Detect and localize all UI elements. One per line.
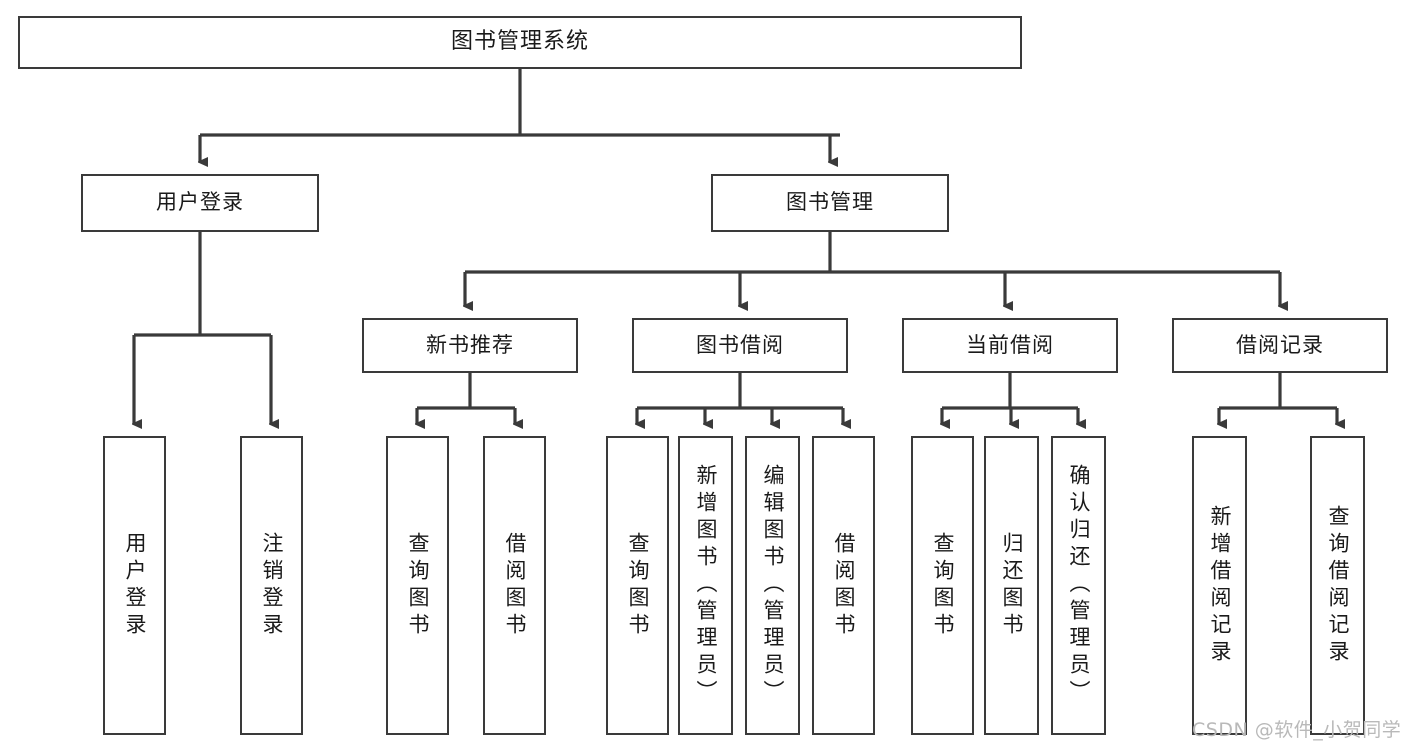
node-leaf-user-login[interactable]: 用户登录 [103, 436, 166, 735]
node-current-borrow[interactable]: 当前借阅 [902, 318, 1118, 373]
node-leaf-query-book-2[interactable]: 查询图书 [606, 436, 669, 735]
node-leaf-borrow-book-2[interactable]: 借阅图书 [812, 436, 875, 735]
node-leaf-query-book-3[interactable]: 查询图书 [911, 436, 974, 735]
node-leaf-return-book[interactable]: 归还图书 [984, 436, 1039, 735]
node-user-login[interactable]: 用户登录 [81, 174, 319, 232]
node-leaf-confirm-return[interactable]: 确认归还（管理员） [1051, 436, 1106, 735]
node-label: 新书推荐 [426, 332, 514, 357]
node-label: 当前借阅 [966, 332, 1054, 357]
node-root[interactable]: 图书管理系统 [18, 16, 1022, 69]
node-leaf-add-record[interactable]: 新增借阅记录 [1192, 436, 1247, 735]
node-label: 图书借阅 [696, 332, 784, 357]
node-label: 借阅图书 [832, 531, 856, 640]
node-label: 归还图书 [1000, 531, 1024, 640]
node-label: 新增借阅记录 [1208, 504, 1232, 667]
node-leaf-user-logout[interactable]: 注销登录 [240, 436, 303, 735]
node-leaf-query-record[interactable]: 查询借阅记录 [1310, 436, 1365, 735]
node-borrow-record[interactable]: 借阅记录 [1172, 318, 1388, 373]
node-label: 借阅图书 [503, 531, 527, 640]
node-label: 查询图书 [626, 531, 650, 640]
node-book-manage[interactable]: 图书管理 [711, 174, 949, 232]
node-label: 确认归还（管理员） [1067, 464, 1091, 707]
node-label: 查询图书 [931, 531, 955, 640]
node-label: 查询借阅记录 [1326, 504, 1350, 667]
node-label: 图书管理 [786, 190, 874, 215]
csdn-watermark: CSDN @软件_小贺同学 [1192, 719, 1402, 741]
node-label: 用户登录 [123, 531, 147, 640]
node-label: 编辑图书（管理员） [761, 464, 785, 707]
node-new-book-recommend[interactable]: 新书推荐 [362, 318, 578, 373]
node-book-borrow[interactable]: 图书借阅 [632, 318, 848, 373]
node-leaf-add-book[interactable]: 新增图书（管理员） [678, 436, 733, 735]
node-label: 借阅记录 [1236, 332, 1324, 357]
node-leaf-query-book-1[interactable]: 查询图书 [386, 436, 449, 735]
node-label: 用户登录 [156, 190, 244, 215]
node-label: 注销登录 [260, 531, 284, 640]
node-leaf-borrow-book-1[interactable]: 借阅图书 [483, 436, 546, 735]
node-leaf-edit-book[interactable]: 编辑图书（管理员） [745, 436, 800, 735]
node-label: 图书管理系统 [450, 29, 589, 55]
node-label: 查询图书 [406, 531, 430, 640]
node-label: 新增图书（管理员） [694, 464, 718, 707]
